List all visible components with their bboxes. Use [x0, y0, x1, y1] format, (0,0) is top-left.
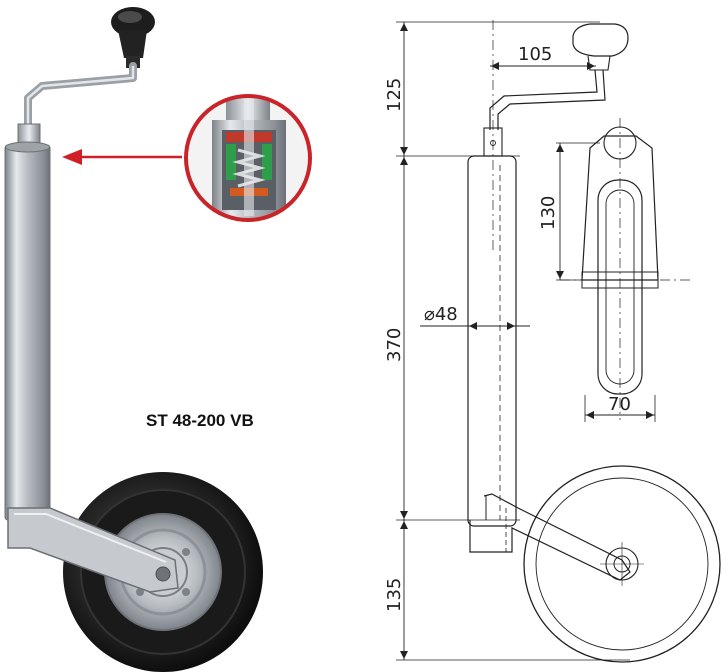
- dim-label-tube-length: 370: [384, 328, 405, 362]
- dim-label-handle-offset: 105: [518, 44, 552, 65]
- drawing-tube: [467, 155, 517, 527]
- dim-label-wheel-height: 135: [384, 578, 405, 612]
- dim-label-crank-height: 125: [384, 78, 405, 112]
- drawing-crank: [489, 20, 629, 250]
- drawing-wheel-front: [560, 118, 690, 420]
- dim-label-tube-diameter: ⌀48: [424, 304, 458, 325]
- crank-knob: [111, 7, 155, 68]
- technical-drawing: [396, 20, 721, 663]
- drawing-wheel-side: [523, 465, 721, 663]
- main-tube: [4, 144, 51, 521]
- dim-label-clamp-height: 130: [538, 196, 559, 230]
- model-label: ST 48-200 VB: [146, 411, 254, 430]
- detail-inset: [184, 94, 312, 222]
- callout-arrow: [62, 149, 182, 165]
- product-photo: ST 48-200 VB: [4, 7, 312, 672]
- wheel-fork: [7, 507, 179, 593]
- drawing-fork: [469, 493, 631, 581]
- dim-label-wheel-width: 70: [608, 394, 631, 415]
- crank-arm: [24, 62, 137, 132]
